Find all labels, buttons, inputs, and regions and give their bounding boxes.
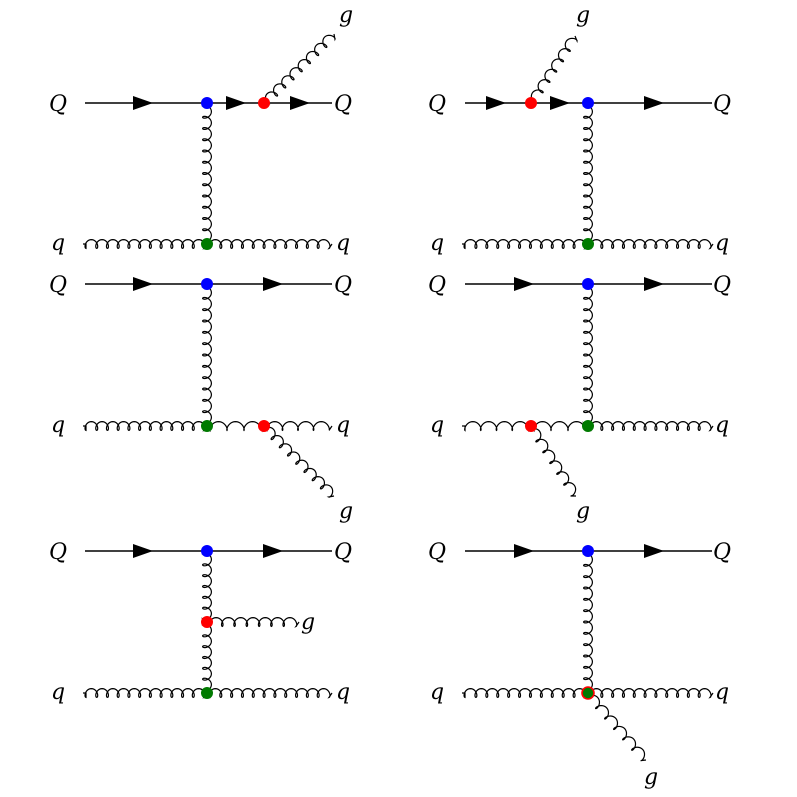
gluon-line <box>528 425 577 497</box>
diagram-initial-state-light-parton-emission: Q Qq q g <box>428 273 731 524</box>
diagram-final-state-heavy-quark-emission: Q Qq q g <box>49 3 353 256</box>
gluon-line <box>207 687 333 699</box>
particle-label-g: g <box>576 499 590 524</box>
fermion-arrow-icon <box>550 96 570 110</box>
fermion-arrow-icon <box>133 96 153 110</box>
particle-label-Q: Q <box>428 273 446 298</box>
gluon-line <box>582 103 594 245</box>
blue-vertex <box>582 545 594 557</box>
gluon-line <box>530 35 578 104</box>
fermion-arrow-icon <box>644 544 664 558</box>
gluon-line <box>462 687 589 699</box>
particle-label-q: q <box>430 680 444 705</box>
particle-label-q: q <box>51 680 65 705</box>
particle-label-Q: Q <box>334 92 352 117</box>
gluon-line <box>585 692 647 762</box>
gluon-line <box>262 425 335 498</box>
fermion-arrow-icon <box>263 277 283 291</box>
green-vertex <box>201 238 213 250</box>
particle-label-q: q <box>715 231 729 256</box>
particle-label-Q: Q <box>49 273 67 298</box>
particle-label-Q: Q <box>428 540 446 565</box>
fermion-arrow-icon <box>644 96 664 110</box>
red-vertex <box>201 616 213 628</box>
gluon-line <box>201 622 213 694</box>
red-vertex <box>525 420 537 432</box>
particle-label-Q: Q <box>428 92 446 117</box>
blue-vertex <box>201 97 213 109</box>
diagram-initial-state-heavy-quark-emission: Q Qq q g <box>428 3 731 256</box>
gluon-line <box>588 687 714 699</box>
gluon-line <box>83 420 208 432</box>
particle-label-g: g <box>339 499 353 524</box>
particle-label-q: q <box>715 680 729 705</box>
particle-label-Q: Q <box>49 540 67 565</box>
blue-vertex <box>582 278 594 290</box>
particle-label-Q: Q <box>334 540 352 565</box>
particle-label-g: g <box>301 610 315 635</box>
gluon-line <box>264 420 333 432</box>
blue-vertex <box>201 545 213 557</box>
gluon-line <box>582 551 594 694</box>
particle-label-Q: Q <box>334 273 352 298</box>
fermion-arrow-icon <box>290 96 310 110</box>
particle-label-q: q <box>430 231 444 256</box>
fermion-arrow-icon <box>133 544 153 558</box>
particle-label-Q: Q <box>713 273 731 298</box>
diagram-contact-vertex-emission: Q Qq q g <box>428 540 731 790</box>
blue-vertex <box>582 97 594 109</box>
fermion-arrow-icon <box>514 277 534 291</box>
particle-label-q: q <box>715 413 729 438</box>
gluon-line <box>462 238 589 250</box>
particle-label-Q: Q <box>49 92 67 117</box>
red-vertex <box>525 97 537 109</box>
fermion-arrow-icon <box>486 96 506 110</box>
gluon-line <box>263 33 336 105</box>
gluon-line <box>201 284 213 427</box>
particle-label-q: q <box>336 413 350 438</box>
gluon-line <box>207 420 265 433</box>
red-vertex <box>258 97 270 109</box>
gluon-line <box>588 238 714 250</box>
fermion-arrow-icon <box>644 277 664 291</box>
particle-label-Q: Q <box>713 92 731 117</box>
gluon-line <box>588 420 714 432</box>
fermion-arrow-icon <box>514 544 534 558</box>
green-vertex <box>582 420 594 432</box>
particle-label-g: g <box>576 3 590 28</box>
diagram-final-state-light-parton-emission: Q Qq q g <box>49 273 353 524</box>
red-vertex <box>258 420 270 432</box>
green-vertex <box>201 687 213 699</box>
gluon-line <box>83 687 208 699</box>
gluon-line <box>462 420 532 432</box>
particle-label-q: q <box>336 231 350 256</box>
particle-label-q: q <box>51 413 65 438</box>
fermion-arrow-icon <box>133 277 153 291</box>
gluon-line <box>201 551 213 623</box>
gluon-line <box>201 103 213 245</box>
diagram-exchanged-gluon-emission: Q Qq q g <box>49 540 352 705</box>
particle-label-q: q <box>336 680 350 705</box>
green-vertex <box>581 686 595 700</box>
gluon-line <box>83 238 208 250</box>
gluon-line <box>207 616 300 628</box>
particle-label-g: g <box>339 3 353 28</box>
gluon-line <box>582 284 594 427</box>
gluon-line <box>207 238 333 250</box>
particle-label-g: g <box>644 765 658 790</box>
particle-label-Q: Q <box>713 540 731 565</box>
fermion-arrow-icon <box>226 96 246 110</box>
green-vertex <box>582 238 594 250</box>
particle-label-q: q <box>430 413 444 438</box>
particle-label-q: q <box>51 231 65 256</box>
gluon-line <box>531 420 589 433</box>
blue-vertex <box>201 278 213 290</box>
green-vertex <box>201 420 213 432</box>
fermion-arrow-icon <box>263 544 283 558</box>
